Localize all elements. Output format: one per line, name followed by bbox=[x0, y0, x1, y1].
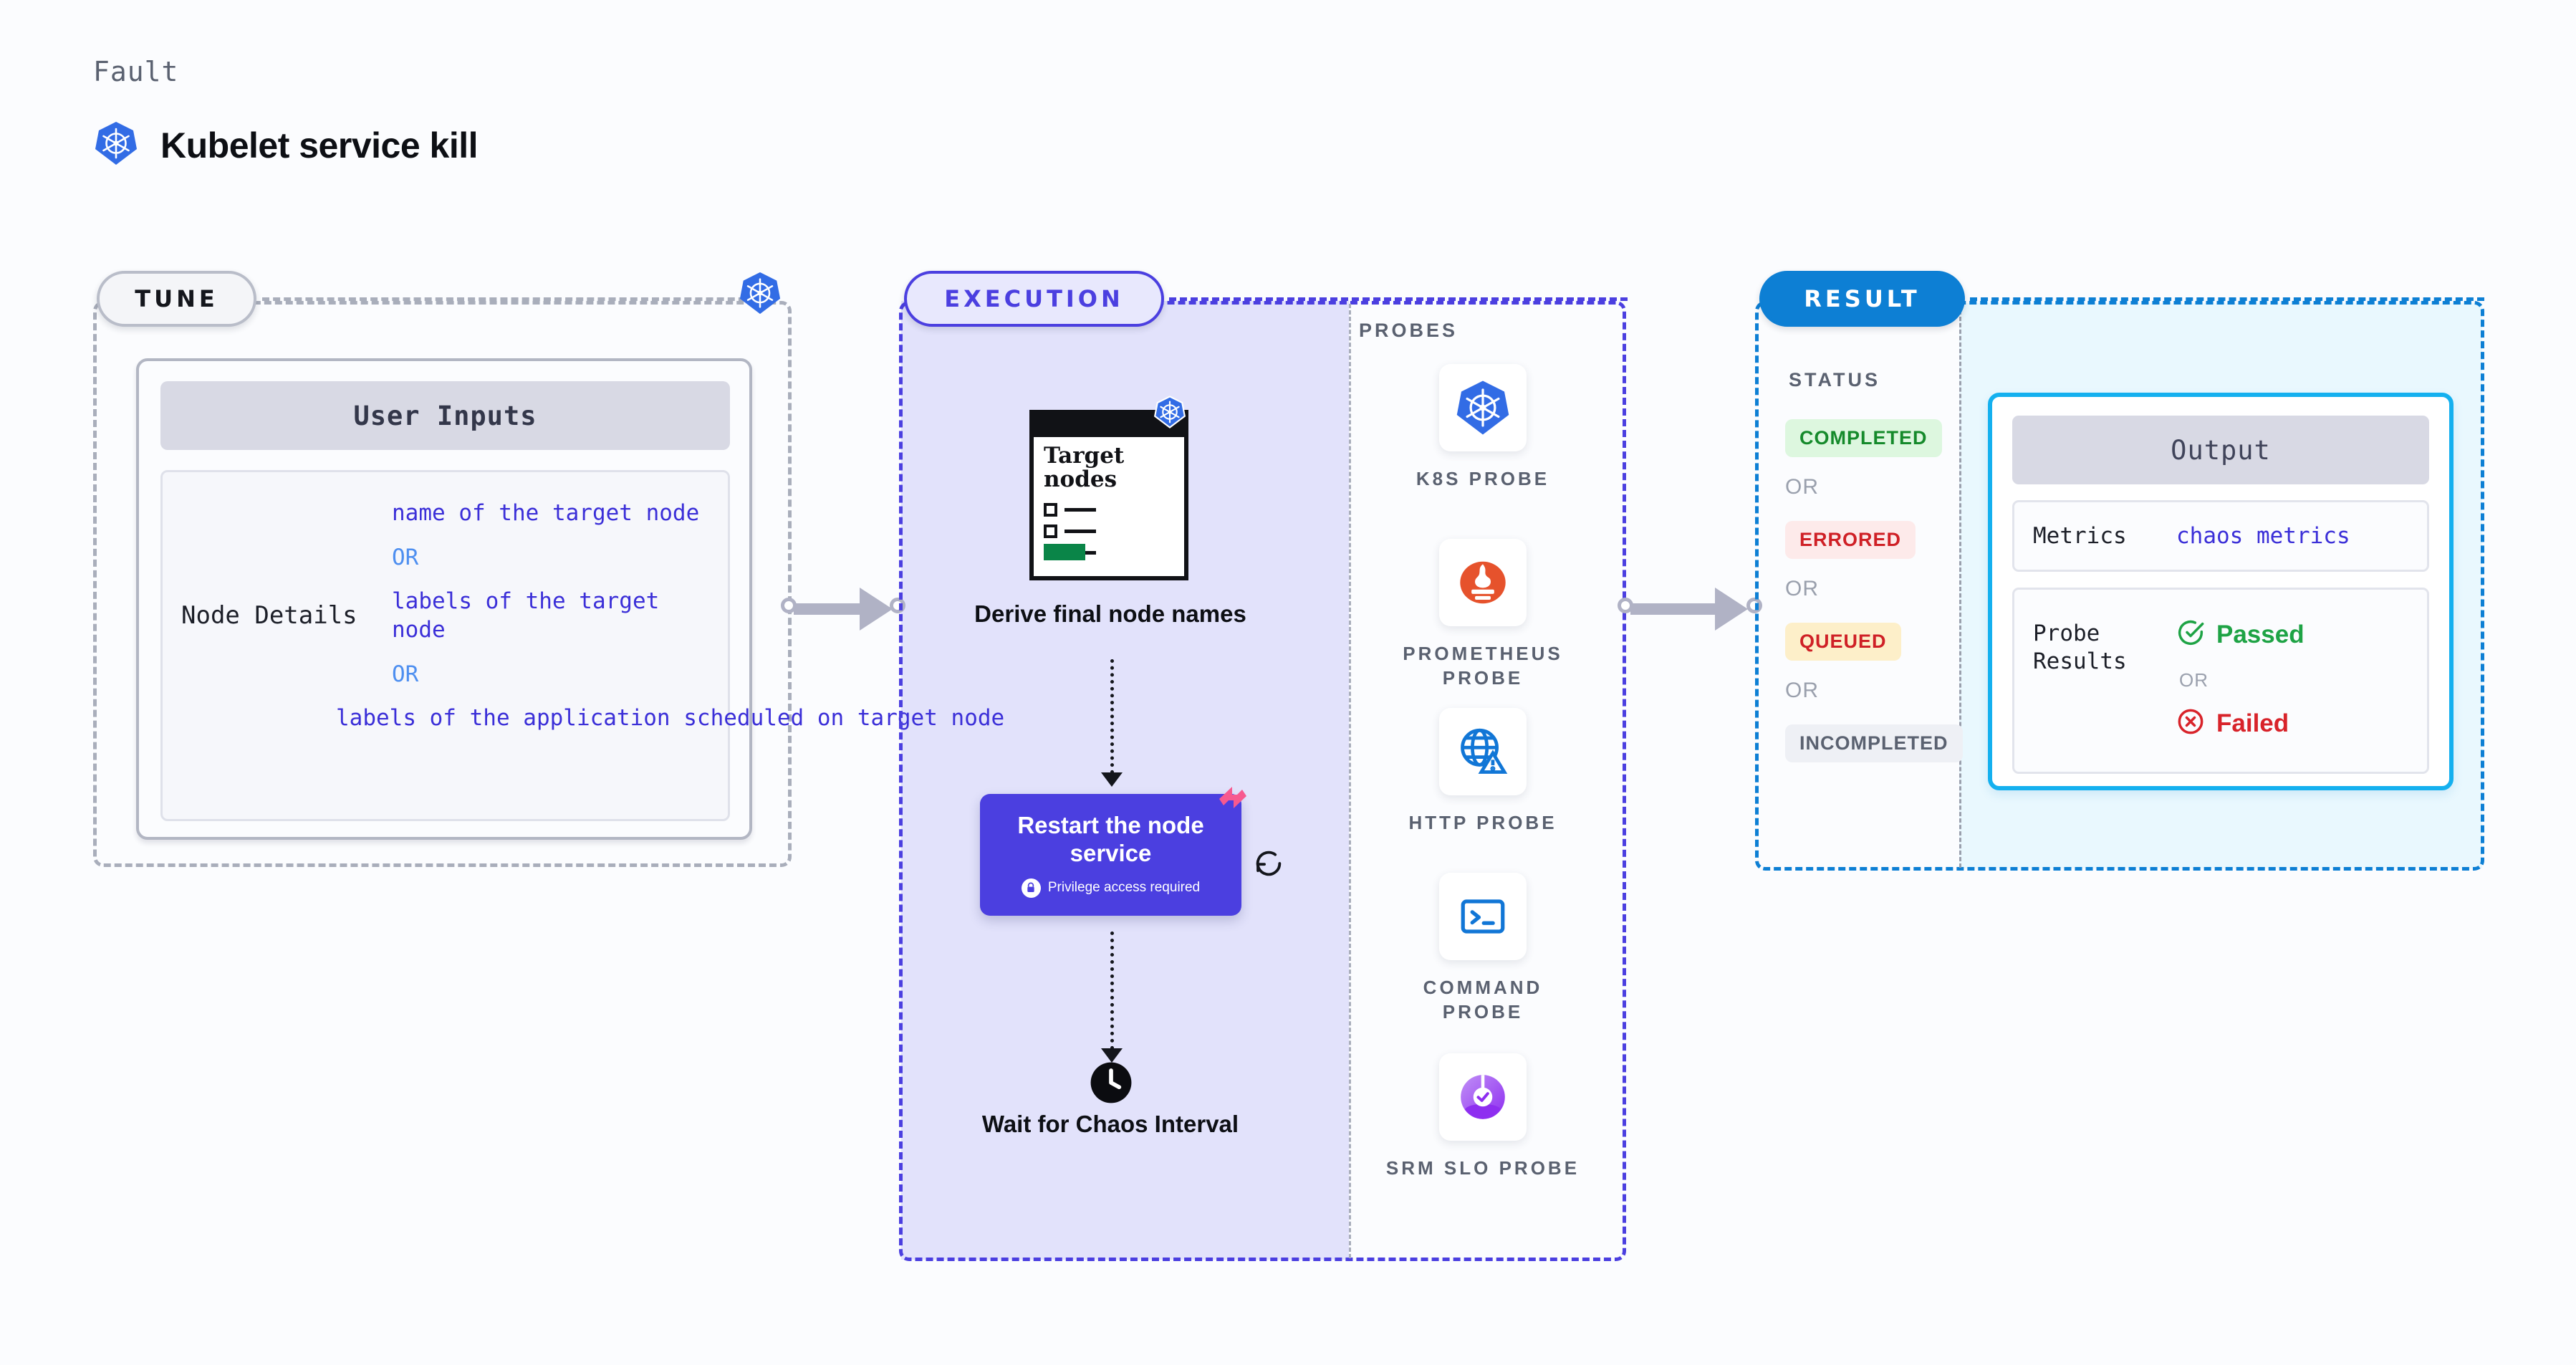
node-details-or-2: OR bbox=[392, 661, 419, 687]
probe-result-failed-label: Failed bbox=[2216, 709, 2289, 737]
kubernetes-icon bbox=[93, 120, 139, 170]
node-details-values: name of the target node OR labels of the… bbox=[336, 499, 1004, 749]
privilege-access-text: Privilege access required bbox=[1047, 880, 1201, 896]
user-inputs-card: User Inputs Node Details name of the tar… bbox=[136, 358, 1004, 840]
node-details-value-1: name of the target node bbox=[392, 500, 700, 526]
flow-arrowhead bbox=[1101, 772, 1123, 787]
node-details-key: Node Details bbox=[181, 601, 357, 630]
flow-arrowhead bbox=[1101, 1048, 1123, 1063]
kubernetes-icon bbox=[1439, 364, 1527, 451]
node-details-or-1: OR bbox=[392, 544, 419, 570]
tune-section-frame bbox=[93, 301, 792, 867]
document-row bbox=[1044, 503, 1096, 517]
execution-leader-line bbox=[1169, 297, 1628, 301]
flow-connector-dashed bbox=[1110, 659, 1114, 774]
page-title-row: Kubelet service kill bbox=[93, 120, 479, 170]
wait-for-chaos-interval-label: Wait for Chaos Interval bbox=[981, 1111, 1239, 1137]
lock-icon bbox=[1021, 878, 1041, 898]
line-dash bbox=[1064, 508, 1096, 512]
connector-arrowhead bbox=[860, 588, 893, 631]
checkbox-icon bbox=[1044, 525, 1057, 538]
result-leader-line bbox=[1970, 297, 2484, 301]
probe-result-passed: Passed bbox=[2176, 618, 2305, 651]
probe-result-passed-label: Passed bbox=[2216, 620, 2305, 648]
fault-eyebrow-label: Fault bbox=[93, 56, 179, 87]
metrics-row: Metrics chaos metrics bbox=[2012, 500, 2429, 572]
line-dash bbox=[1064, 530, 1096, 533]
tune-leader-line bbox=[262, 297, 756, 301]
document-row bbox=[1044, 525, 1096, 538]
document-title: Target nodes bbox=[1044, 443, 1125, 492]
probe-label: SRM SLO PROBE bbox=[1385, 1157, 1580, 1179]
probe-srm-slo[interactable]: SRM SLO PROBE bbox=[1383, 1053, 1583, 1181]
user-inputs-header: User Inputs bbox=[160, 381, 730, 450]
status-or-2: OR bbox=[1785, 577, 1819, 600]
result-section-frame bbox=[1755, 301, 2484, 871]
x-circle-icon bbox=[2176, 707, 2205, 739]
derive-final-node-names-label: Derive final node names bbox=[974, 600, 1246, 627]
status-badge-errored: ERRORED bbox=[1785, 521, 1916, 559]
prometheus-icon bbox=[1439, 539, 1527, 626]
probes-divider bbox=[1349, 304, 1351, 1258]
probe-label: COMMAND PROBE bbox=[1423, 977, 1543, 1022]
status-badge-incompleted: INCOMPLETED bbox=[1785, 724, 1963, 762]
connector-arrowhead bbox=[1715, 588, 1748, 631]
status-badge-queued: QUEUED bbox=[1785, 623, 1901, 661]
checkbox-icon bbox=[1044, 503, 1057, 517]
check-circle-icon bbox=[2176, 618, 2205, 651]
connector-line bbox=[794, 603, 867, 615]
terminal-icon bbox=[1439, 873, 1527, 960]
privilege-access-note: Privilege access required bbox=[1021, 878, 1201, 898]
probe-k8s[interactable]: K8S PROBE bbox=[1383, 364, 1583, 492]
flow-connector-dashed bbox=[1110, 931, 1114, 1050]
status-badge-completed: COMPLETED bbox=[1785, 419, 1942, 457]
probe-result-failed: Failed bbox=[2176, 707, 2305, 739]
connector-line bbox=[1630, 603, 1722, 615]
restart-node-service-card[interactable]: Restart the node service Privilege acces… bbox=[980, 794, 1241, 916]
status-divider bbox=[1959, 304, 1961, 868]
execution-section-badge[interactable]: EXECUTION bbox=[904, 271, 1164, 327]
tune-section-badge[interactable]: TUNE bbox=[97, 271, 256, 327]
document-checklist-icon: Target nodes bbox=[1029, 410, 1188, 580]
document-green-bar bbox=[1044, 544, 1085, 560]
probe-label: PROMETHEUS PROBE bbox=[1403, 643, 1563, 689]
probe-label: K8S PROBE bbox=[1416, 468, 1550, 489]
globe-warning-icon bbox=[1439, 708, 1527, 795]
probe-http[interactable]: HTTP PROBE bbox=[1383, 708, 1583, 835]
probe-result-or: OR bbox=[2179, 669, 2209, 691]
kubernetes-icon bbox=[738, 271, 782, 319]
user-inputs-body: Node Details name of the target node OR … bbox=[160, 470, 1004, 821]
page-title: Kubelet service kill bbox=[160, 125, 479, 166]
metrics-key: Metrics bbox=[2033, 522, 2127, 549]
connector-execution-to-result bbox=[1618, 588, 1768, 631]
node-details-value-2: labels of the target node bbox=[392, 588, 660, 643]
connector-tune-to-execution bbox=[781, 588, 910, 631]
probe-command[interactable]: COMMAND PROBE bbox=[1383, 873, 1583, 1025]
node-details-value-3: labels of the application scheduled on t… bbox=[336, 705, 1005, 732]
restart-node-service-label: Restart the node service bbox=[1017, 812, 1204, 866]
output-header: Output bbox=[2012, 416, 2429, 484]
result-section-badge[interactable]: RESULT bbox=[1759, 271, 1965, 327]
srm-slo-icon bbox=[1439, 1053, 1527, 1141]
probe-label: HTTP PROBE bbox=[1408, 812, 1557, 833]
harness-logo-icon bbox=[1218, 783, 1248, 817]
probes-title: PROBES bbox=[1359, 320, 1458, 341]
execution-section-frame bbox=[899, 301, 1626, 1261]
refresh-icon[interactable] bbox=[1252, 847, 1285, 883]
kubernetes-icon bbox=[1153, 396, 1186, 432]
status-or-1: OR bbox=[1785, 475, 1819, 499]
status-or-3: OR bbox=[1785, 679, 1819, 702]
clock-icon bbox=[1089, 1060, 1133, 1108]
probe-prometheus[interactable]: PROMETHEUS PROBE bbox=[1383, 539, 1583, 691]
status-title: STATUS bbox=[1789, 369, 1880, 391]
metrics-value-link[interactable]: chaos metrics bbox=[2176, 523, 2350, 549]
